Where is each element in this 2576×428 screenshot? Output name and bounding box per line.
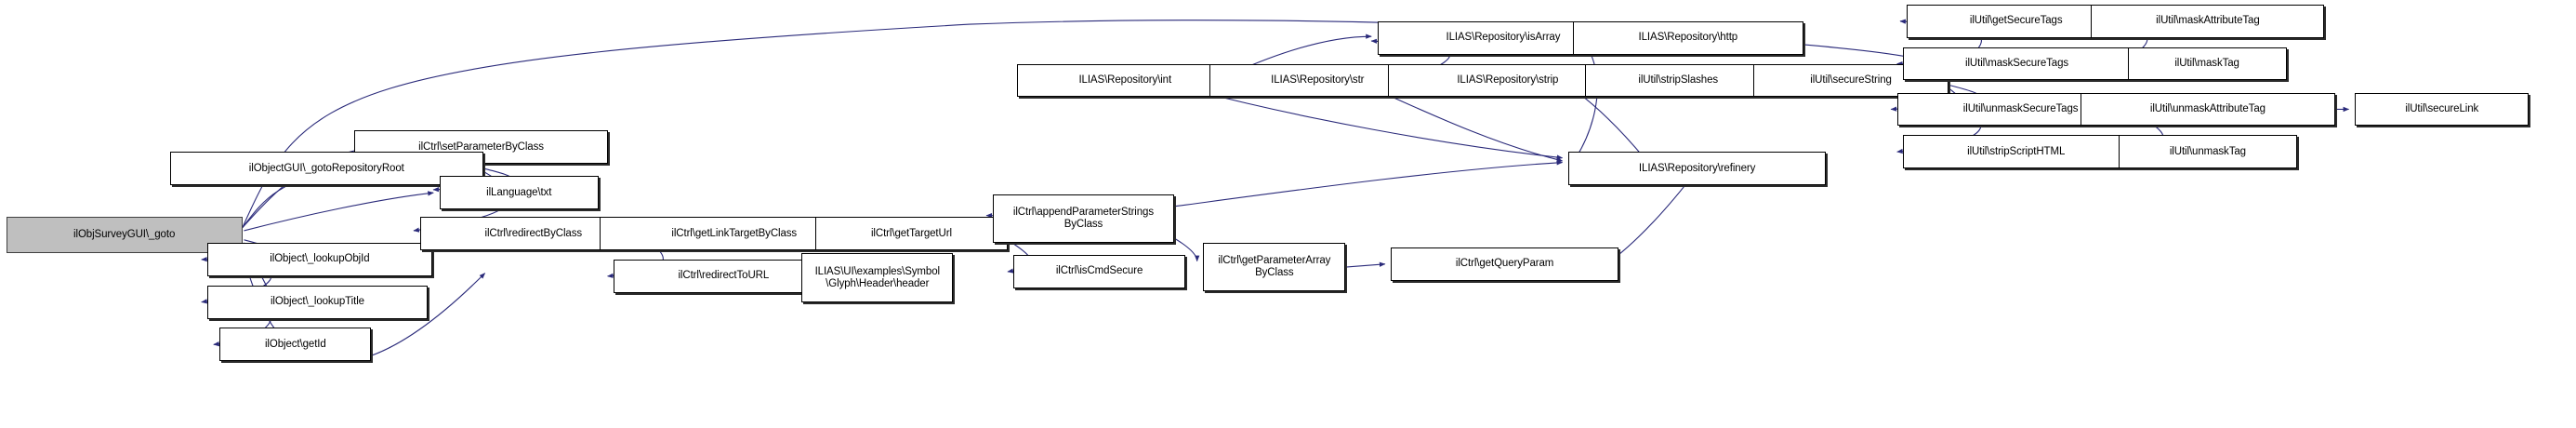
graph-node[interactable]: ILIAS\Repository\int	[1016, 63, 1234, 98]
graph-node[interactable]: ilCtrl\redirectToURL	[614, 259, 834, 293]
graph-node[interactable]: ilUtil\secureString	[1752, 63, 1949, 98]
graph-node[interactable]: ilUtil\secureLink	[2355, 92, 2530, 127]
graph-node[interactable]: ilObject\getId	[219, 328, 372, 362]
graph-node[interactable]: ilUtil\maskAttributeTag	[2091, 4, 2325, 38]
graph-node[interactable]: ilCtrl\isCmdSecure	[1013, 255, 1185, 288]
graph-node[interactable]: ILIAS\UI\examples\Symbol \Glyph\Header\h…	[801, 253, 954, 302]
graph-node[interactable]: ilLanguage\txt	[439, 176, 599, 210]
graph-node[interactable]: ilCtrl\getTargetUrl	[814, 217, 1008, 251]
graph-node-root[interactable]: ilObjSurveyGUI\_goto	[6, 217, 243, 254]
graph-node[interactable]: ilUtil\unmaskTag	[2118, 135, 2298, 169]
graph-node[interactable]: ilObject\_lookupTitle	[207, 285, 428, 319]
graph-node[interactable]: ilUtil\maskTag	[2127, 47, 2287, 81]
graph-node[interactable]: ilObject\_lookupObjId	[207, 242, 432, 276]
graph-node[interactable]: ilUtil\maskSecureTags	[1903, 47, 2131, 81]
graph-node[interactable]: ILIAS\Repository\http	[1572, 20, 1803, 55]
graph-node[interactable]: ilCtrl\appendParameterStrings ByClass	[992, 194, 1175, 243]
graph-node[interactable]: ilUtil\getSecureTags	[1906, 4, 2126, 38]
graph-node[interactable]: ilUtil\stripSlashes	[1584, 63, 1772, 98]
graph-node[interactable]: ilUtil\stripScriptHTML	[1903, 135, 2130, 169]
graph-node[interactable]: ilObjectGUI\_gotoRepositoryRoot	[169, 152, 483, 185]
graph-node[interactable]: ilCtrl\getParameterArray ByClass	[1203, 242, 1346, 292]
graph-node[interactable]: ILIAS\Repository\refinery	[1568, 152, 1827, 185]
graph-node[interactable]: ilUtil\unmaskAttributeTag	[2080, 92, 2335, 127]
graph-node[interactable]: ilCtrl\getQueryParam	[1391, 247, 1618, 281]
